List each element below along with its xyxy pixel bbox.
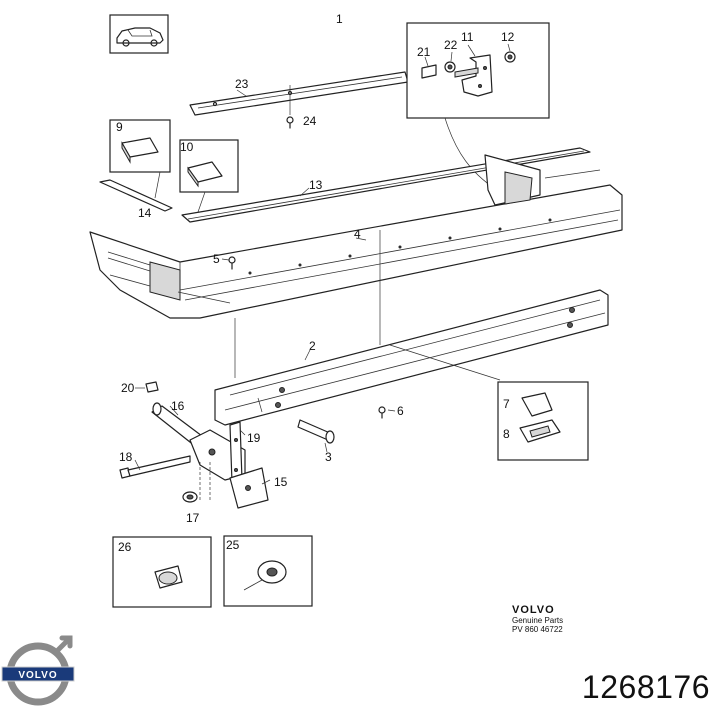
part-14-strip (99, 179, 173, 212)
callout-12: 12 (501, 30, 515, 44)
callout-5: 5 (213, 252, 220, 266)
volvo-logo-icon: VOLVO (1, 635, 75, 706)
brand-name: VOLVO (512, 604, 555, 616)
part-4-bumper-cover (89, 154, 623, 319)
callout-18: 18 (119, 450, 133, 464)
callout-7: 7 (503, 397, 510, 411)
detail-box-9 (109, 119, 171, 173)
callout-24: 24 (303, 114, 317, 128)
detail-box-26 (112, 536, 212, 608)
detail-box-25 (223, 535, 313, 607)
catalog-code: PV 860 46722 (512, 625, 563, 634)
callout-14: 14 (138, 206, 152, 220)
part-19-bracket (229, 421, 243, 484)
callout-21: 21 (417, 45, 431, 59)
callout-16: 16 (171, 399, 185, 413)
part-24-screw (286, 116, 294, 129)
callout-8: 8 (503, 427, 510, 441)
logo-text: VOLVO (18, 670, 57, 681)
callout-11: 11 (461, 30, 474, 44)
callout-20: 20 (121, 381, 135, 395)
callout-22: 22 (444, 38, 458, 52)
callout-4: 4 (354, 227, 361, 241)
callout-1: 1 (336, 12, 343, 26)
callout-2: 2 (309, 339, 316, 353)
part-3-bolt (297, 419, 335, 444)
part-number: 1268176 (581, 669, 710, 705)
callout-9: 9 (116, 120, 123, 134)
callout-26: 26 (118, 540, 132, 554)
callout-17: 17 (186, 511, 200, 525)
brand-subtitle: Genuine Parts (512, 616, 563, 625)
part-6-screw (378, 406, 386, 419)
part-17-nut (182, 491, 198, 503)
callout-10: 10 (180, 140, 194, 154)
callout-3: 3 (325, 450, 332, 464)
callout-13: 13 (309, 178, 323, 192)
detail-box-7-8 (497, 381, 589, 461)
part-2-beam (214, 289, 609, 426)
callout-19: 19 (247, 431, 261, 445)
callout-6: 6 (397, 404, 404, 418)
car-thumbnail (109, 14, 169, 54)
detail-box-11-12-21-22 (406, 22, 550, 119)
callout-23: 23 (235, 77, 249, 91)
callout-15: 15 (274, 475, 288, 489)
part-20-nut (145, 381, 159, 393)
detail-box-10 (179, 139, 239, 193)
part-18-bolt (119, 455, 191, 479)
part-23-strip (189, 71, 409, 116)
callout-25: 25 (226, 538, 240, 552)
part-15-plate (229, 467, 269, 509)
